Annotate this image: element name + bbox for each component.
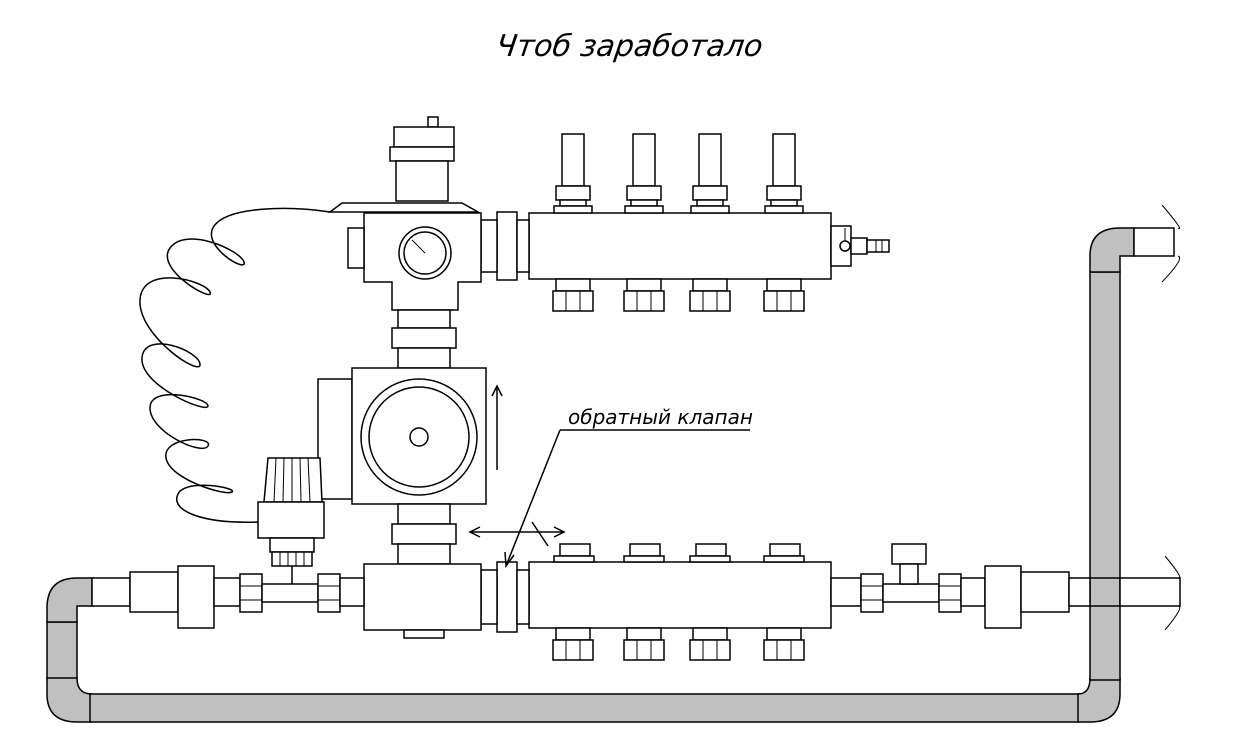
flow-meter	[764, 133, 804, 214]
flow-meter	[553, 133, 593, 214]
flow-meter	[690, 133, 730, 214]
check-valve-callout: обратный клапан	[504, 405, 753, 569]
return-top-fittings	[553, 543, 805, 563]
check-valve-label: обратный клапан	[568, 405, 753, 429]
flow-meter	[624, 133, 664, 214]
outlet-pipes	[1070, 204, 1181, 631]
return-manifold	[363, 561, 832, 639]
flow-meters	[553, 133, 804, 214]
right-pipe-run	[830, 543, 1091, 629]
circulation-pump	[317, 367, 503, 565]
supply-manifold	[480, 211, 890, 281]
mixing-valve	[327, 116, 482, 369]
supply-outlets	[552, 278, 805, 312]
left-pipe-run	[91, 565, 365, 629]
capillary-tube	[139, 207, 331, 523]
diagram-title: Чтоб заработало	[494, 29, 765, 64]
bypass-arrows	[468, 521, 566, 547]
return-outlets	[552, 627, 805, 661]
thermostatic-head	[257, 457, 325, 586]
return-loop-pipe	[46, 227, 1135, 723]
